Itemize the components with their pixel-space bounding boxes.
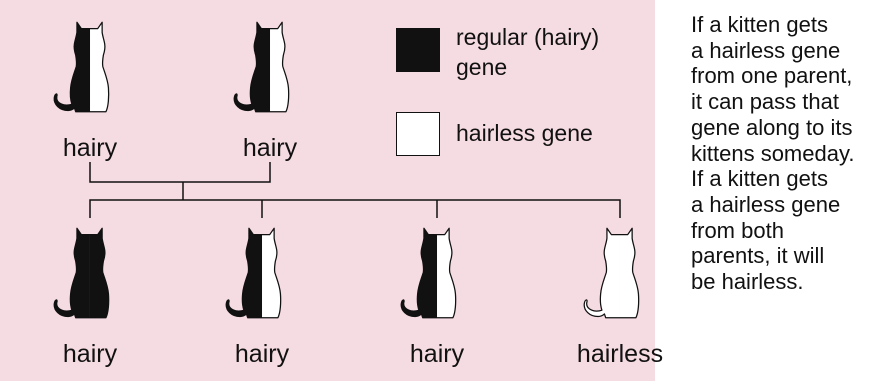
parents-connector xyxy=(90,162,270,182)
note-line: If a kitten gets xyxy=(691,12,871,38)
kitten-label: hairless xyxy=(577,340,663,369)
cat-silhouette xyxy=(233,7,296,127)
parent-label: hairy xyxy=(63,134,117,163)
parent-label: hairy xyxy=(243,134,297,163)
note-line: from one parent, xyxy=(691,63,871,89)
note-line: gene along to its xyxy=(691,115,871,141)
kitten-label: hairy xyxy=(63,340,117,369)
note-line: a hairless gene xyxy=(691,192,871,218)
parent-cat xyxy=(53,7,116,127)
cat-silhouette xyxy=(583,213,646,333)
cat-silhouette xyxy=(53,213,116,333)
explanation-note: If a kitten gets a hairless gene from on… xyxy=(691,12,871,295)
kitten-label: hairy xyxy=(235,340,289,369)
hairless-gene-swatch xyxy=(396,112,440,156)
note-line: a hairless gene xyxy=(691,38,871,64)
kitten-cat xyxy=(53,213,116,333)
note-line: from both xyxy=(691,218,871,244)
cat-silhouette xyxy=(225,213,288,333)
offspring-connector xyxy=(90,200,620,218)
kitten-label: hairy xyxy=(410,340,464,369)
note-line: If a kitten gets xyxy=(691,166,871,192)
cat-silhouette xyxy=(53,7,116,127)
kitten-cat xyxy=(400,213,463,333)
note-line: be hairless. xyxy=(691,269,871,295)
regular-gene-label-line: regular (hairy) xyxy=(456,22,599,52)
note-line: kittens someday. xyxy=(691,141,871,167)
note-line: parents, it will xyxy=(691,243,871,269)
parent-cat xyxy=(233,7,296,127)
hairless-gene-label: hairless gene xyxy=(456,118,593,148)
cat-silhouette xyxy=(400,213,463,333)
regular-gene-label-line: gene xyxy=(456,52,599,82)
kitten-cat xyxy=(583,213,646,333)
regular-gene-label: regular (hairy) gene xyxy=(456,22,599,82)
note-line: it can pass that xyxy=(691,89,871,115)
regular-gene-swatch xyxy=(396,28,440,72)
kitten-cat xyxy=(225,213,288,333)
